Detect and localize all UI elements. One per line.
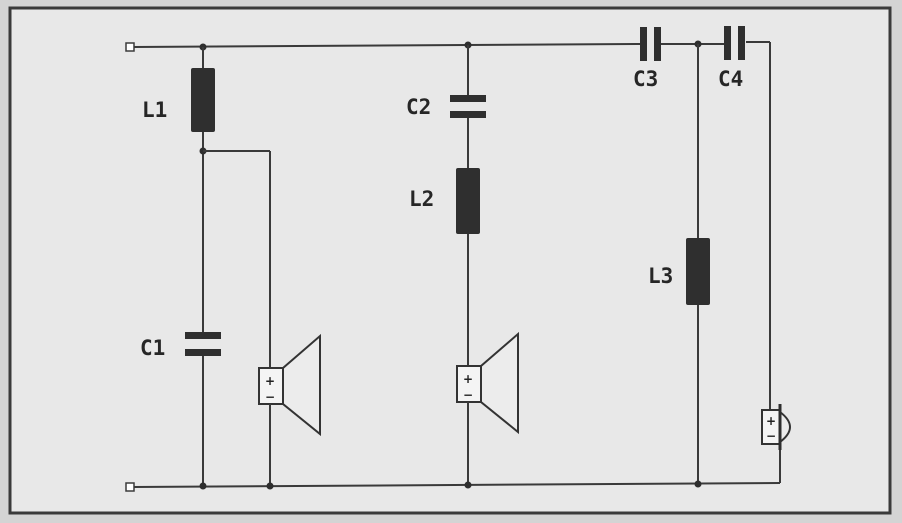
speaker-plus: +	[463, 372, 473, 386]
paper-border	[8, 6, 892, 515]
inductor-l2	[456, 168, 480, 234]
label-c4: C4	[718, 67, 743, 91]
inductor-l3	[686, 238, 710, 305]
speaker-cone-icon	[480, 331, 519, 435]
junction-node	[199, 482, 207, 490]
label-c3: C3	[633, 67, 658, 91]
capacitor-c4-plate-left	[724, 26, 731, 60]
junction-node	[266, 482, 274, 490]
capacitor-c4-plate-right	[738, 26, 745, 60]
capacitor-c1-plate-top	[185, 332, 221, 339]
speaker-minus: −	[265, 390, 275, 404]
input-terminal-top	[125, 42, 135, 52]
inductor-l1	[191, 68, 215, 132]
speaker-plus: +	[265, 374, 275, 388]
label-c1: C1	[140, 336, 165, 360]
woofer-speaker: + −	[258, 333, 321, 437]
bottom-rail-wire	[133, 482, 781, 488]
speaker-cone-icon	[282, 333, 321, 437]
label-l1: L1	[142, 98, 167, 122]
junction-node	[694, 480, 702, 488]
top-rail-wire	[133, 43, 641, 48]
capacitor-c2-plate-top	[450, 95, 486, 102]
capacitor-c3-plate-left	[640, 27, 647, 61]
input-terminal-bottom	[125, 482, 135, 492]
speaker-minus: −	[766, 429, 776, 443]
capacitor-c2-plate-bottom	[450, 111, 486, 118]
capacitor-c1-plate-bottom	[185, 349, 221, 356]
tweeter-speaker: + −	[761, 404, 791, 450]
speaker-plus: +	[766, 414, 776, 428]
midrange-speaker: + −	[456, 331, 519, 435]
junction-node	[464, 481, 472, 489]
label-l2: L2	[409, 187, 434, 211]
speaker-minus: −	[463, 388, 473, 402]
label-c2: C2	[406, 95, 431, 119]
capacitor-c3-plate-right	[654, 27, 661, 61]
tweeter-horn-icon	[779, 411, 791, 443]
label-l3: L3	[648, 264, 673, 288]
